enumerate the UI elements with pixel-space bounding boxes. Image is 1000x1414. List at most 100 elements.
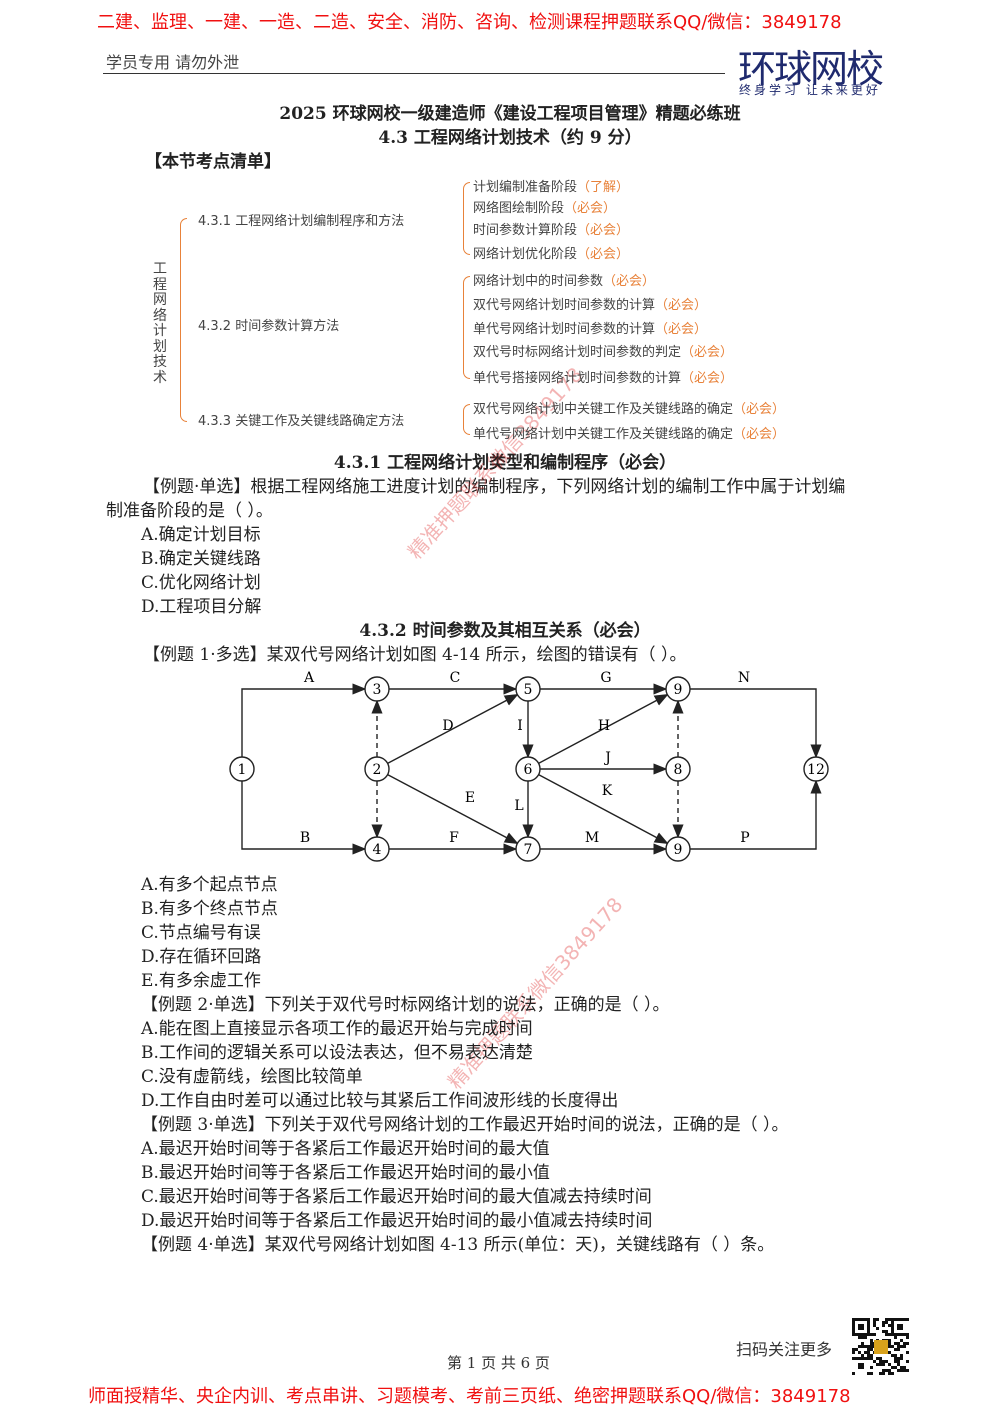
answer-option: A.确定计划目标: [141, 525, 261, 545]
answer-option: B.有多个终点节点: [141, 899, 278, 919]
question-text: 【例题 1·多选】某双代号网络计划如图 4-14 所示，绘图的错误有（ ）。: [143, 645, 687, 665]
activity-arrow: [387, 773, 519, 845]
checklist-heading: 【本节考点清单】: [145, 152, 281, 172]
node-circle: [515, 756, 541, 782]
answer-option: D.存在循环回路: [141, 947, 262, 967]
mindmap-item-label: 计划编制准备阶段: [473, 180, 578, 195]
node-circle: [364, 676, 390, 702]
node-label: 9: [674, 682, 683, 698]
node-label: 4: [373, 842, 382, 858]
node-circle: [364, 836, 390, 862]
logo-slogan: 终身学习 让未来更好: [739, 83, 881, 97]
section1-heading: 4.3.1 工程网络计划类型和编制程序（必会）: [333, 453, 677, 473]
mindmap-item: 网络计划中的时间参数（必会）: [473, 270, 655, 289]
activity-label: E: [465, 790, 475, 806]
node-label: 12: [807, 762, 825, 778]
mindmap-item-label: 单代号网络计划中关键工作及关键线路的确定: [473, 427, 734, 442]
mindmap-root-brace: [180, 218, 187, 422]
mindmap-item-level: （必会）: [655, 322, 708, 337]
activity-label: H: [598, 718, 610, 734]
logo: 环球网校: [738, 47, 884, 91]
mindmap-item: 单代号搭接网络计划时间参数的计算（必会）: [473, 367, 733, 386]
mindmap-item-level: （必会）: [577, 247, 630, 262]
mindmap-item: 单代号网络计划时间参数的计算（必会）: [473, 318, 707, 337]
mindmap-item-label: 网络图绘制阶段: [473, 201, 565, 216]
mindmap-item-label: 双代号网络计划中关键工作及关键线路的确定: [473, 402, 734, 417]
answer-option: D.工作自由时差可以通过比较与其紧后工作间波形线的长度得出: [141, 1091, 619, 1111]
node-label: 5: [524, 682, 533, 698]
mindmap-item-level: （必会）: [733, 402, 786, 417]
mindmap-branch-brace: [463, 182, 470, 255]
activity-label: J: [603, 750, 611, 766]
section2-heading: 4.3.2 时间参数及其相互关系（必会）: [359, 621, 651, 641]
header-rule: [103, 73, 725, 74]
top-banner: 二建、监理、一建、一造、二造、安全、消防、咨询、检测课程押题联系QQ/微信：38…: [97, 12, 842, 33]
mindmap-item-level: （必会）: [655, 298, 708, 313]
node-circle: [515, 836, 541, 862]
mindmap-item: 双代号时标网络计划时间参数的判定（必会）: [473, 341, 733, 360]
node-label: 8: [674, 762, 683, 778]
mindmap-item-level: （必会）: [564, 201, 617, 216]
activity-label: A: [303, 670, 315, 686]
answer-option: C.没有虚箭线，绘图比较简单: [141, 1067, 363, 1087]
answer-option: C.最迟开始时间等于各紧后工作最迟开始时间的最大值减去持续时间: [141, 1187, 652, 1207]
activity-arrow: [690, 688, 822, 759]
node-circle: [515, 676, 541, 702]
doc-title: 2025 环球网校一级建造师《建设工程项目管理》精题必练班: [279, 104, 741, 124]
mindmap-item-label: 单代号网络计划时间参数的计算: [473, 322, 656, 337]
answer-option: D.工程项目分解: [141, 597, 262, 617]
mindmap-item-label: 时间参数计算阶段: [473, 223, 578, 238]
node-label: 3: [373, 682, 382, 698]
answer-option: A.有多个起点节点: [141, 875, 278, 895]
activity-label: F: [449, 830, 459, 846]
answer-option: D.最迟开始时间等于各紧后工作最迟开始时间的最小值减去持续时间: [141, 1211, 653, 1231]
node-circle: [364, 756, 390, 782]
activity-label: I: [517, 718, 523, 734]
mindmap-item-level: （了解）: [577, 180, 630, 195]
activity-label: D: [442, 718, 453, 734]
mindmap-item: 单代号网络计划中关键工作及关键线路的确定（必会）: [473, 423, 785, 442]
activity-arrow: [690, 779, 822, 850]
question-text: 制准备阶段的是（ ）。: [106, 501, 273, 521]
activity-label: P: [740, 830, 749, 846]
answer-option: C.节点编号有误: [141, 923, 261, 943]
activity-label: G: [600, 670, 611, 686]
qr-code-icon[interactable]: [852, 1318, 910, 1376]
mindmap-item-label: 网络计划中的时间参数: [473, 274, 604, 289]
node-circle: [665, 676, 691, 702]
question-text: 【例题 2·单选】下列关于双代号时标网络计划的说法，正确的是（ ）。: [141, 995, 670, 1015]
activity-label: L: [514, 798, 523, 814]
answer-option: C.优化网络计划: [141, 573, 261, 593]
mindmap-item-level: （必会）: [577, 223, 630, 238]
node-label: 2: [373, 762, 382, 778]
doc-subtitle: 4.3 工程网络计划技术（约 9 分）: [378, 128, 642, 148]
activity-label: N: [738, 670, 750, 686]
answer-option: B.最迟开始时间等于各紧后工作最迟开始时间的最小值: [141, 1163, 550, 1183]
node-label: 1: [238, 762, 247, 778]
bottom-banner: 师面授精华、央企内训、考点串讲、习题模考、考前三页纸、绝密押题联系QQ/微信：3…: [88, 1386, 851, 1407]
activity-label: K: [602, 783, 613, 799]
answer-option: A.能在图上直接显示各项工作的最迟开始与完成时间: [141, 1019, 533, 1039]
header-note: 学员专用 请勿外泄: [106, 53, 240, 72]
mindmap-item-level: （必会）: [603, 274, 656, 289]
answer-option: B.工作间的逻辑关系可以设法表达，但不易表达清楚: [141, 1043, 533, 1063]
mindmap-branch-brace: [463, 276, 470, 379]
mindmap-branch: 4.3.1 工程网络计划编制程序和方法: [198, 214, 405, 229]
question-text: 【例题·单选】根据工程网络施工进度计划的编制程序，下列网络计划的编制工作中属于计…: [143, 477, 846, 497]
question-text: 【例题 4·单选】某双代号网络计划如图 4-13 所示(单位：天)，关键线路有（…: [141, 1235, 775, 1255]
mindmap-item-label: 单代号搭接网络计划时间参数的计算: [473, 371, 682, 386]
mindmap-branch-brace: [463, 404, 470, 435]
mindmap-branch: 4.3.2 时间参数计算方法: [198, 319, 340, 334]
mindmap-item-label: 双代号时标网络计划时间参数的判定: [473, 345, 682, 360]
node-circle: [665, 756, 691, 782]
scan-caption: 扫码关注更多: [736, 1340, 833, 1359]
activity-arrow: [538, 774, 669, 845]
node-circle: [665, 836, 691, 862]
mindmap-item-label: 网络计划优化阶段: [473, 247, 578, 262]
activity-label: M: [585, 830, 599, 846]
mindmap-item: 双代号网络计划时间参数的计算（必会）: [473, 294, 707, 313]
mindmap-item: 时间参数计算阶段（必会）: [473, 219, 629, 238]
node-circle: [229, 756, 255, 782]
activity-arrow: [241, 683, 367, 757]
